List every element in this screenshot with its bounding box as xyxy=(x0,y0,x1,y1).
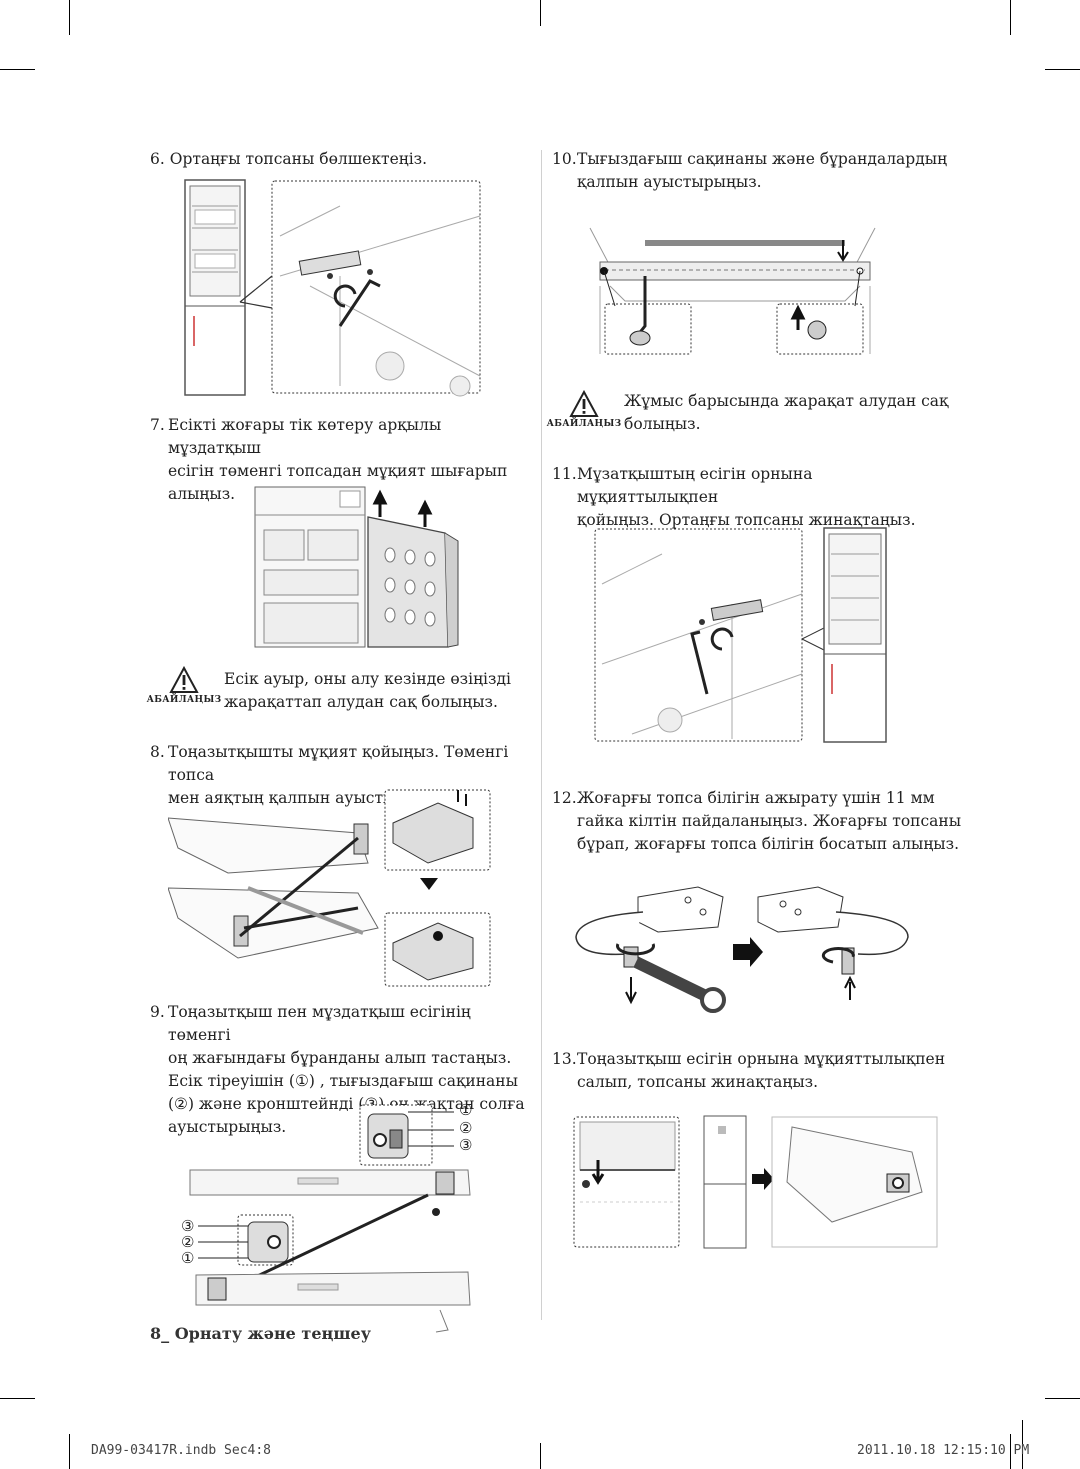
crop-mark xyxy=(0,1398,35,1399)
callout-2-lower: ② xyxy=(181,1233,195,1251)
step-9: 9. Тоңазытқыш пен мұздатқыш есігінің төм… xyxy=(150,1003,525,1136)
page-section-title: 8_ Орнату және теңшеу xyxy=(150,1324,371,1343)
step-8: 8. Тоңазытқышты мұқият қойыңыз. Төменгі … xyxy=(150,743,509,807)
crop-mark xyxy=(1045,1398,1080,1399)
warning-text: Есік ауыр, оны алу кезінде өзіңізді xyxy=(224,670,511,688)
step-13: 13. Тоңазытқыш есігін орнына мұқияттылық… xyxy=(552,1050,946,1091)
warning-text: жарақаттап алудан сақ болыңыз. xyxy=(224,693,498,711)
crop-mark xyxy=(69,0,70,35)
crop-mark xyxy=(540,1443,541,1469)
warning-icon: АБАЙЛАҢЫЗ xyxy=(147,666,221,705)
step-6: 6. Ортаңғы топсаны бөлшектеңіз. xyxy=(150,150,428,168)
crop-mark xyxy=(1022,1420,1023,1469)
figure-step-9 xyxy=(189,1104,471,1333)
crop-mark xyxy=(0,69,35,70)
callout-1-lower: ① xyxy=(181,1249,195,1267)
figure-step-6 xyxy=(184,179,481,397)
step-7: 7. Есікті жоғары тік көтеру арқылы мұзда… xyxy=(150,416,508,503)
figure-step-7 xyxy=(254,486,459,648)
print-slug-right: 2011.10.18 12:15:10 PM xyxy=(857,1443,1030,1458)
figure-step-8 xyxy=(168,789,491,987)
callout-3: ③ xyxy=(459,1136,473,1154)
figure-step-11 xyxy=(594,527,887,743)
warning-icon: АБАЙЛАҢЫЗ xyxy=(547,390,621,429)
warning-text: Жұмыс барысында жарақат алудан сақ xyxy=(624,392,949,410)
warning-injury: АБАЙЛАҢЫЗ Жұмыс барысында жарақат алудан… xyxy=(547,390,949,436)
crop-mark xyxy=(69,1434,70,1469)
figure-step-10 xyxy=(589,227,876,355)
step-12: 12. Жоғарғы топса білігін ажырату үшін 1… xyxy=(552,789,962,853)
figure-step-12 xyxy=(575,886,909,1013)
crop-mark xyxy=(540,0,541,26)
crop-mark xyxy=(1010,0,1011,35)
warning-text: болыңыз. xyxy=(624,415,701,433)
figure-step-13 xyxy=(573,1115,938,1249)
callout-2: ② xyxy=(459,1119,473,1137)
step-10: 10. Тығыздағыш сақинаны және бұрандалард… xyxy=(552,150,948,191)
step-11: 11. Мұзатқыштың есігін орнына мұқияттылы… xyxy=(552,465,916,529)
print-slug-left: DA99-03417R.indb Sec4:8 xyxy=(91,1443,272,1458)
callout-3-lower: ③ xyxy=(181,1217,195,1235)
column-divider xyxy=(541,150,542,1320)
crop-mark xyxy=(1045,69,1080,70)
callout-1: ① xyxy=(459,1101,473,1119)
warning-door-heavy: АБАЙЛАҢЫЗ Есік ауыр, оны алу кезінде өзі… xyxy=(147,666,511,714)
crop-mark xyxy=(1010,1434,1011,1469)
